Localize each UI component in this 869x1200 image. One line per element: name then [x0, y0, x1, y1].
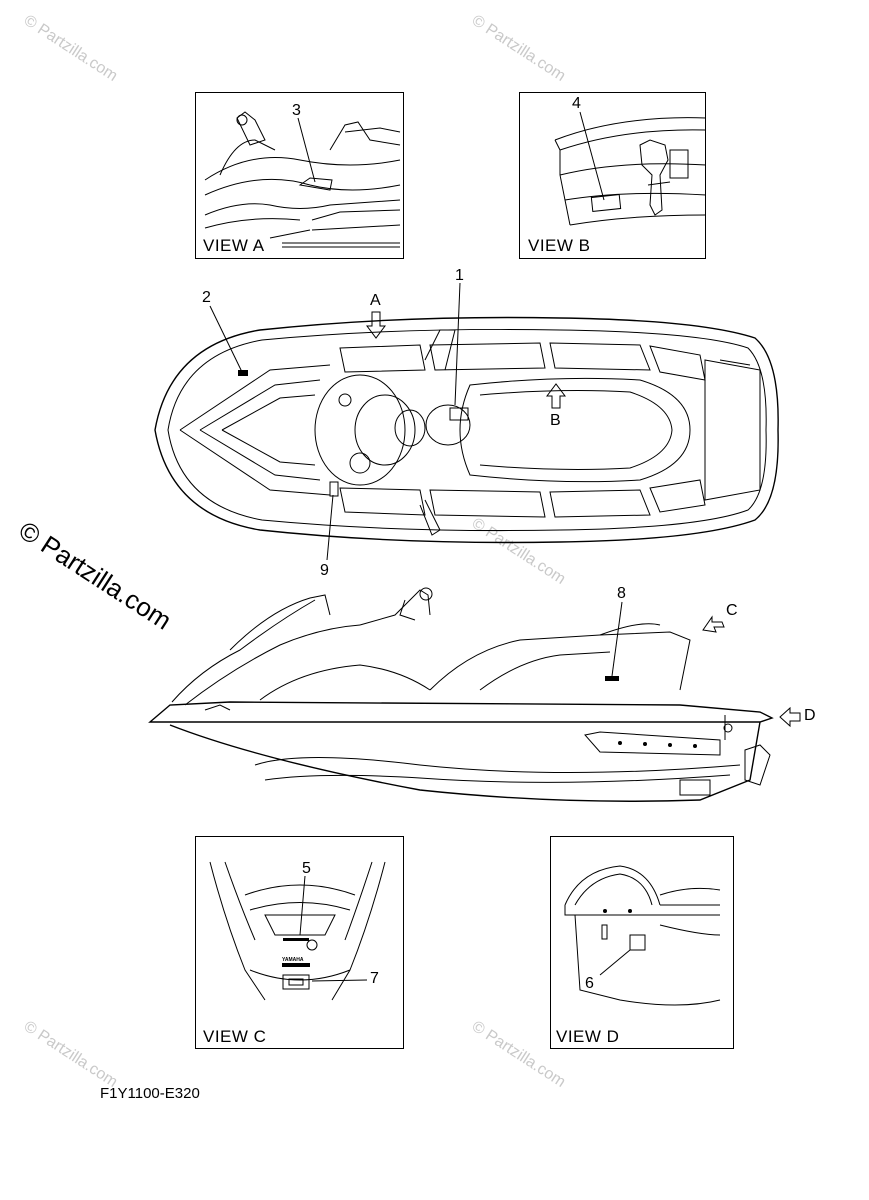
- callout-9: 9: [320, 562, 329, 579]
- view-a-sketch: [204, 111, 401, 248]
- view-d-label: VIEW D: [556, 1027, 620, 1046]
- leader-9: [326, 494, 334, 561]
- arrow-label-c: C: [726, 602, 738, 619]
- view-b-panel: [519, 92, 706, 259]
- callout-4: 4: [572, 95, 581, 112]
- arrow-a-icon: [366, 311, 386, 339]
- view-d-sketch: [564, 865, 721, 1006]
- leader-8: [611, 601, 623, 677]
- leader-1: [454, 282, 461, 406]
- callout-6: 6: [585, 975, 594, 992]
- leader-3: [297, 117, 316, 183]
- callout-1: 1: [455, 267, 464, 284]
- leader-6: [599, 949, 631, 976]
- view-d-panel: [550, 836, 734, 1049]
- leader-7: [311, 979, 368, 982]
- view-c-label: VIEW C: [203, 1027, 267, 1046]
- side-view-sketch: [148, 587, 774, 802]
- view-b-label: VIEW B: [528, 236, 591, 255]
- brand-plate: YAMAHA: [282, 957, 304, 963]
- leader-4: [579, 111, 605, 201]
- leader-5: [299, 875, 306, 936]
- view-a-panel: [195, 92, 404, 259]
- arrow-c-icon: [702, 615, 725, 633]
- arrow-d-icon: [779, 706, 801, 728]
- arrow-label-b: B: [550, 412, 561, 429]
- drawing-code: F1Y1100-E320: [100, 1085, 200, 1102]
- view-b-sketch: [554, 117, 707, 226]
- callout-7: 7: [370, 970, 379, 987]
- arrow-label-d: D: [804, 707, 816, 724]
- top-view-sketch: [154, 316, 779, 544]
- arrow-b-icon: [546, 383, 566, 409]
- view-a-label: VIEW A: [203, 236, 265, 255]
- callout-2: 2: [202, 289, 211, 306]
- callout-3: 3: [292, 102, 301, 119]
- arrow-label-a: A: [370, 292, 381, 309]
- leader-2: [209, 305, 243, 373]
- view-c-sketch: [209, 861, 386, 1001]
- callout-5: 5: [302, 860, 311, 877]
- callout-8: 8: [617, 585, 626, 602]
